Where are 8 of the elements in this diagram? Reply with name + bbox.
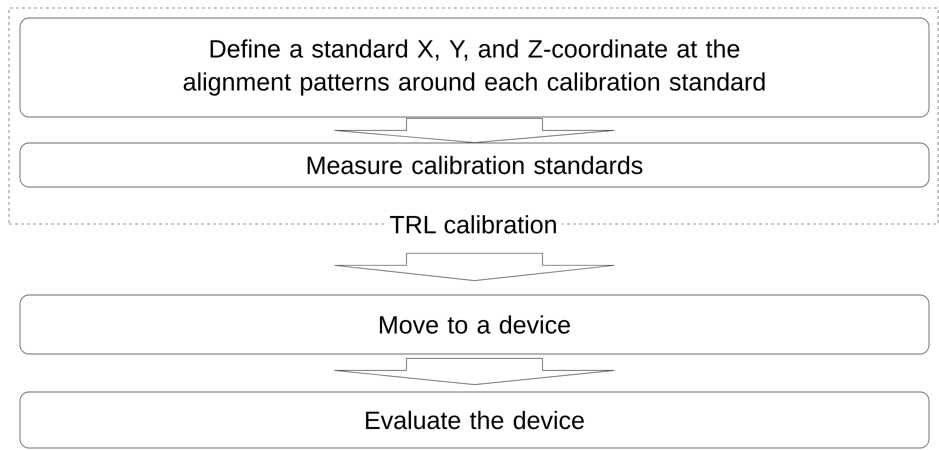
- group-heading: TRL calibration: [385, 211, 562, 238]
- process-box: Move to a device: [20, 294, 930, 354]
- block-arrow: [334, 358, 615, 385]
- block-arrow: [334, 252, 615, 281]
- process-box: Measure calibration standards: [20, 142, 930, 188]
- block-arrow: [334, 118, 615, 143]
- process-box: Evaluate the device: [20, 392, 930, 448]
- process-box: Define a standard X, Y, and Z-coordinate at the alignment patterns around each calibration standard: [20, 18, 930, 118]
